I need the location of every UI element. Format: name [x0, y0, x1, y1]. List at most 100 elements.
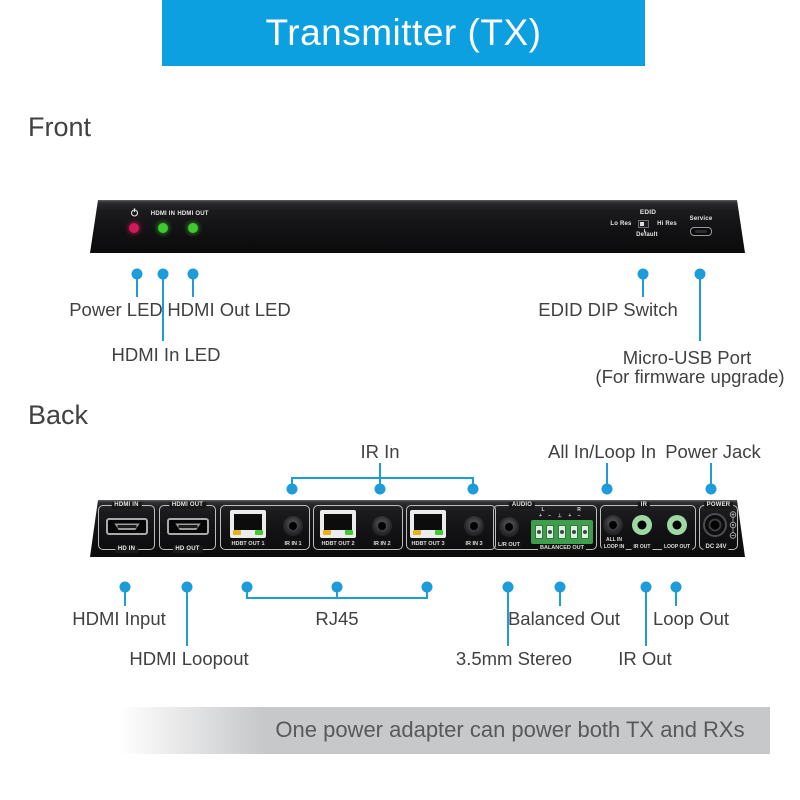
callout-line: [246, 592, 248, 599]
rj45-led-yellow: [233, 530, 241, 535]
callout-dot-ir-in-1: [286, 483, 298, 495]
rj45-port-hdbt-out-1[interactable]: [230, 510, 266, 538]
rj45-led-green: [435, 530, 443, 535]
hdmi-in-led: [158, 223, 168, 233]
power-symbol-icon: [130, 208, 139, 217]
callout-dot-rj45-3: [421, 581, 433, 593]
power-group: POWER DC 24V: [699, 505, 738, 550]
power-led: [129, 223, 139, 233]
ir-in-3-jack[interactable]: [464, 516, 484, 536]
callout-bracket-rj45: [247, 597, 427, 599]
edid-lo-res-label: Lo Res: [610, 221, 632, 227]
hdbt-out-3-label: HDBT OUT 3: [411, 541, 445, 547]
footer-note: One power adapter can power both TX and …: [275, 717, 745, 742]
callout-dot-power-led: [131, 268, 143, 280]
front-hdmi-in-led-label: HDMI IN: [150, 211, 176, 217]
hdmi-slot: [175, 523, 201, 530]
callout-dot-hdmi-input: [119, 581, 131, 593]
callout-dot-rj45-1: [241, 581, 253, 593]
loop-out-jack[interactable]: [667, 515, 687, 535]
rj45-port-hdbt-out-2[interactable]: [320, 510, 356, 538]
balanced-out-terminal[interactable]: [531, 520, 593, 544]
edid-title: EDID: [639, 209, 657, 216]
callout-dot-ir-out: [640, 581, 652, 593]
rj45-led-green: [345, 530, 353, 535]
ir-group: IR ALL IN LOOP IN IR OUT LOOP OUT: [600, 505, 696, 550]
hdmi-out-port-label: HDMI OUT: [169, 502, 206, 509]
callout-line: [699, 279, 701, 341]
hdmi-out-group: HDMI OUT HD OUT: [159, 505, 216, 550]
all-in-label-line1: ALL IN: [605, 537, 623, 543]
hd-out-label: HD OUT: [172, 546, 202, 553]
callout-line: [426, 592, 428, 599]
callout-label-all-in-loop-in: All In/Loop In: [548, 441, 656, 462]
callout-line: [645, 592, 647, 646]
micro-usb-port[interactable]: [690, 227, 712, 236]
callout-line: [291, 477, 293, 485]
back-section-heading: Back: [28, 400, 89, 430]
footer-note-band: One power adapter can power both TX and …: [120, 707, 770, 754]
callout-dot-hdmi-in-led: [157, 268, 169, 280]
loop-out-label: LOOP OUT: [663, 544, 691, 550]
callout-dot-hdmi-out-led: [187, 268, 199, 280]
rj45-led-yellow: [413, 530, 421, 535]
hdbt-out-1-label: HDBT OUT 1: [231, 541, 265, 547]
callout-label-hdmi-out-led: HDMI Out LED: [167, 299, 291, 320]
callout-dot-ir-in-2: [374, 483, 386, 495]
ir-in-1-label: IR IN 1: [284, 541, 302, 547]
balanced-polarity-marks: + − ⊥ + −: [538, 513, 584, 519]
callout-label-hdmi-in-led: HDMI In LED: [111, 344, 221, 365]
hdmi-out-port[interactable]: [167, 518, 209, 535]
callout-label-loop-out: Loop Out: [652, 608, 730, 629]
callout-dot-rj45-2: [331, 581, 343, 593]
hdmi-in-port[interactable]: [106, 518, 148, 535]
callout-line: [507, 592, 509, 646]
all-in-loop-in-jack[interactable]: [603, 515, 623, 535]
callout-label-micro-usb: Micro-USB Port: [622, 347, 752, 368]
callout-label-ir-in: IR In: [360, 441, 400, 462]
dc-24v-label: DC 24V: [705, 544, 727, 550]
callout-line: [710, 463, 712, 484]
all-in-label-line2: LOOP IN: [603, 544, 625, 550]
terminal-screw: [546, 525, 554, 539]
front-hdmi-out-led-label: HDMI OUT: [177, 211, 209, 217]
callout-label-power-jack: Power Jack: [665, 441, 761, 462]
callout-label-micro-usb-sub: (For firmware upgrade): [595, 366, 785, 387]
callout-line: [642, 279, 644, 297]
callout-label-ir-out: IR Out: [618, 648, 672, 669]
callout-line: [559, 592, 561, 606]
callout-dot-stereo: [502, 581, 514, 593]
callout-dot-loop-out: [670, 581, 682, 593]
rj45-hole: [234, 514, 262, 530]
page-title: Transmitter (TX): [265, 12, 542, 53]
callout-line: [336, 592, 338, 599]
rj45-hole: [414, 514, 442, 530]
terminal-screw: [581, 525, 589, 539]
callout-dot-hdmi-loopout: [181, 581, 193, 593]
power-section-label: POWER: [704, 502, 734, 509]
terminal-screw: [535, 525, 543, 539]
ir-in-2-jack[interactable]: [372, 516, 392, 536]
dc-power-jack[interactable]: [703, 513, 727, 537]
callout-label-hdmi-loopout: HDMI Loopout: [129, 648, 249, 669]
front-panel-device: HDMI IN HDMI OUT EDID Lo Res Hi Res Defa…: [90, 200, 745, 253]
terminal-screw: [570, 525, 578, 539]
ir-in-1-jack[interactable]: [283, 516, 303, 536]
hdbt-out-3-group: HDBT OUT 3 IR IN 3: [406, 505, 496, 550]
callout-label-balanced-out: Balanced Out: [507, 608, 621, 629]
callout-line: [192, 279, 194, 297]
hdmi-in-port-label: HDMI IN: [111, 502, 141, 509]
edid-default-tick: [644, 229, 645, 232]
callout-dot-micro-usb: [694, 268, 706, 280]
lr-out-jack[interactable]: [499, 517, 519, 537]
rj45-hole: [324, 514, 352, 530]
audio-group: AUDIO L/R OUT L R + − ⊥ + − BALANCED OUT: [493, 505, 597, 550]
edid-dip-switch[interactable]: [638, 220, 649, 228]
rj45-port-hdbt-out-3[interactable]: [410, 510, 446, 538]
callout-line: [675, 592, 677, 606]
callout-line: [379, 477, 381, 485]
ir-out-jack[interactable]: [632, 515, 652, 535]
balanced-l-mark: L: [541, 507, 545, 513]
balanced-out-label: BALANCED OUT: [540, 545, 584, 551]
